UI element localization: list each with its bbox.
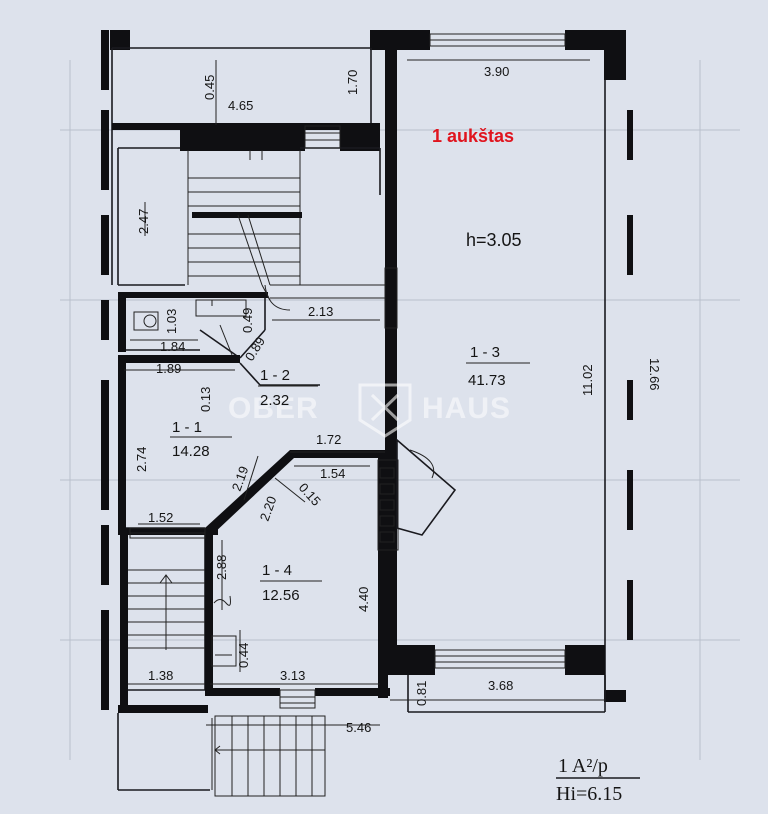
dim-0-44: 0.44 [236, 643, 251, 668]
dim-2-74: 2.74 [134, 447, 149, 472]
dim-0-49: 0.49 [240, 308, 255, 333]
legend-line-2: Hi=6.15 [556, 783, 622, 805]
dim-5-46: 5.46 [346, 720, 371, 735]
walls [101, 30, 633, 791]
room-1-4-id: 1 - 4 [262, 562, 292, 579]
dim-11-02: 11.02 [580, 364, 595, 396]
dim-2-47: 2.47 [136, 209, 151, 234]
watermark-right: HAUS [422, 392, 511, 425]
stair-entry [214, 715, 326, 797]
dim-4-40: 4.40 [356, 587, 371, 612]
dim-1-70: 1.70 [345, 70, 360, 95]
dim-1-38: 1.38 [148, 668, 173, 683]
room-1-3-id: 1 - 3 [470, 344, 500, 361]
dim-0-81: 0.81 [414, 681, 429, 706]
watermark-logo [358, 383, 412, 438]
room-1-1-area: 14.28 [172, 443, 210, 460]
room-1-4-area: 12.56 [262, 587, 300, 604]
dim-1-03: 1.03 [164, 309, 179, 334]
dim-1-54: 1.54 [320, 466, 345, 481]
dim-3-68: 3.68 [488, 678, 513, 693]
watermark-left: OBER [228, 392, 319, 425]
floor-label: 1 aukštas [432, 126, 514, 146]
dim-1-72: 1.72 [316, 432, 341, 447]
dim-3-90: 3.90 [484, 64, 509, 79]
ceiling-height: h=3.05 [466, 230, 522, 250]
dim-1-84: 1.84 [160, 339, 185, 354]
room-1-3-area: 41.73 [468, 372, 506, 389]
dim-4-65: 4.65 [228, 98, 253, 113]
dim-0-13: 0.13 [198, 387, 213, 412]
fireplace [377, 438, 457, 551]
legend-line-1: 1 A²/p [558, 755, 608, 777]
room-1-1-id: 1 - 1 [172, 419, 202, 436]
room-1-2-area: 2.32 [260, 392, 289, 409]
dim-2-13: 2.13 [308, 304, 333, 319]
dim-0-45: 0.45 [202, 75, 217, 100]
dim-1-52: 1.52 [148, 510, 173, 525]
stair-upper [187, 150, 385, 311]
dim-1-89: 1.89 [156, 361, 181, 376]
toilet-fixture [133, 299, 247, 331]
room-1-4-fixtures [211, 595, 237, 667]
dimension-lines [124, 59, 605, 790]
dim-2-88: 2.88 [214, 555, 229, 580]
room-1-2-id: 1 - 2 [260, 367, 290, 384]
dim-12-66: 12.66 [647, 358, 662, 391]
dim-3-13: 3.13 [280, 668, 305, 683]
stair-lower [128, 569, 205, 650]
